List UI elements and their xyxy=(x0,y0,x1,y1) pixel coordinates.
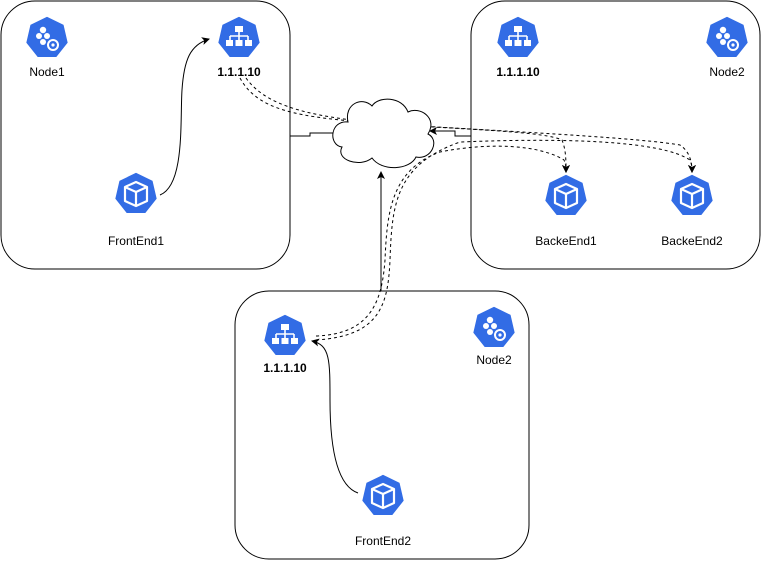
node1-container xyxy=(0,0,291,270)
cloud-icon xyxy=(332,98,435,169)
connector-frontend1-to-service xyxy=(159,37,210,196)
node2-bottom-label: Node2 xyxy=(476,353,512,367)
node2-bottom-container xyxy=(234,290,530,560)
dashed-service3-to-backend1 xyxy=(315,145,570,337)
frontend2-label: FrontEnd2 xyxy=(355,534,411,548)
connector-node1-to-cloud xyxy=(290,132,335,137)
dashed-service1-to-backend1 xyxy=(239,77,570,173)
connector-frontend2-to-service xyxy=(311,338,359,494)
connector-node2-top-to-cloud xyxy=(429,127,471,137)
frontend1-label: FrontEnd1 xyxy=(108,234,164,248)
node2-top-label: Node2 xyxy=(709,65,745,79)
dashed-service1-to-backend2 xyxy=(245,77,696,173)
backend2-label: BackeEnd2 xyxy=(661,234,723,248)
node2-bottom-service-label: 1.1.1.10 xyxy=(263,361,307,375)
node1-service-label: 1.1.1.10 xyxy=(217,65,261,79)
node1-label: Node1 xyxy=(29,65,65,79)
backend1-label: BackeEnd1 xyxy=(535,234,597,248)
node2-top-service-label: 1.1.1.10 xyxy=(496,65,540,79)
